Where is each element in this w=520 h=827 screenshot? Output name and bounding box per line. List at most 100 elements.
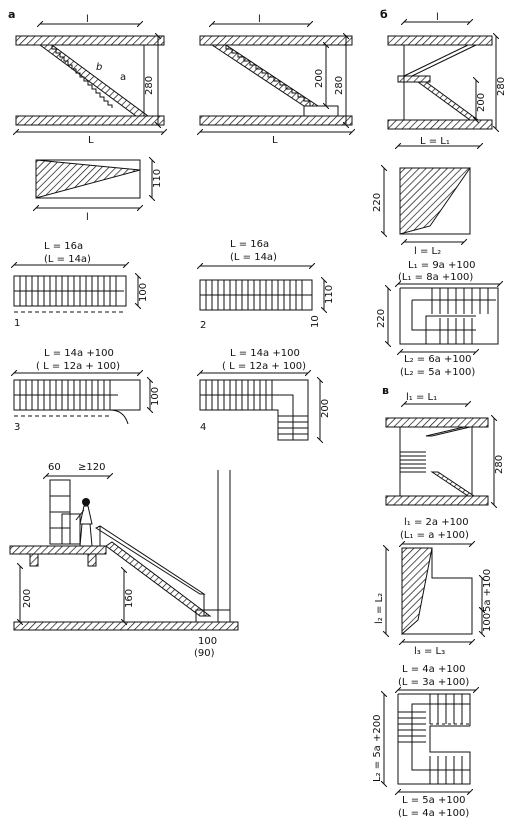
section-a-plan-4: L = 14a +100 ( L = 12a + 100) 200 4 [200,348,331,440]
right-dimension-2: 100 [482,613,493,632]
lower-flight [430,471,476,497]
section-a-elevation-with-person: 60 ≥120 200 160 100 (90) [9,462,239,659]
section-wedge [401,547,433,636]
person-figure [75,498,93,547]
upper-flight [403,44,477,77]
alt-formula-bottom: (L = 4a +100) [398,808,469,819]
section-a-fig2-elevation: l 200 280 L [200,14,352,146]
section-a-plan-3: L = 14a +100 ( L = 12a + 100) 100 3 [14,348,161,433]
height-280: 280 [334,76,345,95]
direction-line [200,394,294,440]
upper-slab [387,35,493,46]
plan-treads-top [429,694,463,724]
alt-formula-top: (L = 3a +100) [398,677,469,688]
beam [87,553,97,567]
wall-lines [399,427,473,496]
height-280: 280 [496,77,507,96]
height-110: 110 [152,169,163,188]
plan4-number: 4 [200,422,206,433]
bottom-dimension: l₃ = L₃ [414,646,445,657]
formula-L2: L₂ = 6a +100 [404,354,471,365]
plan3-formula: L = 14a +100 [44,348,114,359]
width-100: 100 [138,283,149,302]
formula-top: l₁ = 2a +100 [404,517,469,528]
upper-slab [199,35,353,46]
right-dimension-1: 5a +100 [482,569,493,612]
plan3-number: 3 [14,422,20,433]
formula-top: L = 4a +100 [402,664,465,675]
lower-slab [387,119,493,130]
section-b-marker: б [380,8,388,21]
section-a-plan-1: L = 16a (L = 14a) 100 1 [14,241,149,329]
dim-label-l: l [436,12,439,23]
plan2-number: 2 [200,320,206,331]
stair-steps [225,45,311,106]
stair-flight [105,541,212,617]
alt-formula-L1: (L₁ = 8a +100) [398,272,473,283]
lower-slab [385,495,489,506]
lower-slab [15,115,165,126]
plan4-formula: L = 14a +100 [230,348,300,359]
section-c-elevation: l₁ = L₁ 280 [385,392,505,506]
offset-10: 10 [310,315,321,328]
section-a-plan-2: L = 16a (L = 14a) 110 10 2 [200,239,335,331]
plan3-alt-formula: ( L = 12a + 100) [36,361,120,372]
direction-line [411,703,470,771]
section-c-plan: L = 4a +100 (L = 3a +100) L₂ = 5a +200 L… [372,664,476,819]
section-b-plan: L₁ = 9a +100 (L₁ = 8a +100) 220 L₂ = 6a … [376,260,500,378]
dim-label-L: L = L₁ [420,136,450,147]
width-100: 100 [150,387,161,406]
height-220: 220 [376,309,387,328]
upper-floor-slab [9,545,107,555]
dim-label-l: l [86,14,89,25]
handrail-posts [99,526,205,616]
section-b-elevation: l 200 280 L = L₁ [387,12,507,147]
section-a-fig1-elevation: l b a 280 L [16,14,164,146]
landing-step [303,105,339,117]
alt-formula-L2: (L₂ = 5a +100) [400,367,475,378]
height-160: 160 [124,589,135,608]
middle-flight-treads [400,451,426,473]
height-280: 280 [144,76,155,95]
dim-label-l: l [258,14,261,25]
width-110: 110 [324,285,335,304]
dim-label-l: l [86,212,89,223]
plan2-alt-formula: (L = 14a) [230,252,277,263]
tread-label-a: a [120,72,126,83]
direction-line [411,299,496,331]
plan-outline [399,287,499,345]
mid-landing [397,75,431,83]
wardrobe-shelves [50,495,70,529]
lower-floor-slab [13,621,239,631]
tread-label-b: b [96,62,102,73]
formula-L1: L₁ = 9a +100 [408,260,475,271]
chair [61,513,81,545]
plan-outline [397,693,471,785]
lower-flight [416,81,480,121]
height-200: 200 [476,93,487,112]
height-200: 200 [22,589,33,608]
dim-60: 60 [48,462,61,473]
upper-flight [425,426,471,437]
beam [29,553,39,567]
plan-treads-lower [439,318,473,344]
section-wedge [399,167,471,235]
plan1-alt-formula: (L = 14a) [44,254,91,265]
lower-slab [199,115,353,126]
alt-formula-top: (L₁ = a +100) [400,530,469,541]
left-dimension: L₂ = 5a +200 [372,715,383,782]
upper-slab [385,417,489,428]
dim-label-l1: l₁ = L₁ [406,392,437,403]
winder [109,380,129,425]
upper-slab [15,35,165,46]
plan1-number: 1 [14,318,20,329]
section-wedge [35,159,141,199]
section-a-marker: а [8,8,15,21]
height-280: 280 [494,455,505,474]
left-dimension: l₂ = L₂ [374,593,385,624]
dim-label-L: L [272,135,278,146]
dim-120: ≥120 [78,462,105,473]
height-200: 200 [314,69,325,88]
plan-treads-upper [431,288,489,314]
